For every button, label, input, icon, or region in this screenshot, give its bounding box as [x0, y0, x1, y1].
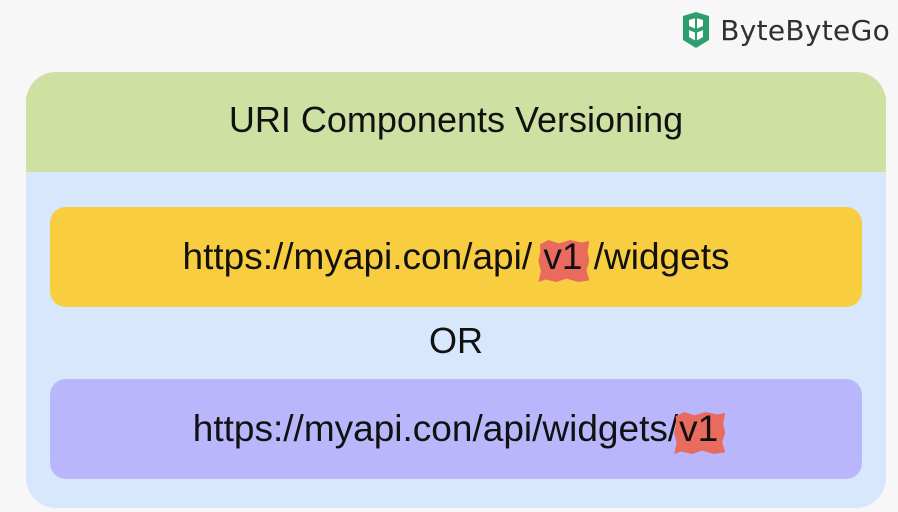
version-highlight: v1	[679, 408, 719, 449]
url-example-trailing-version: https://myapi.con/api/widgets/v1	[50, 379, 862, 479]
brand-logo: ByteByteGo	[680, 10, 890, 50]
brand-name: ByteByteGo	[720, 13, 890, 47]
url-example-path-version: https://myapi.con/api/ v1 /widgets	[50, 207, 862, 307]
url-prefix: https://myapi.con/api/widgets/	[192, 408, 679, 449]
version-highlight: v1	[543, 236, 583, 277]
url-suffix: /widgets	[583, 236, 730, 277]
card-header: URI Components Versioning	[26, 72, 886, 172]
card-title: URI Components Versioning	[228, 99, 684, 140]
bytebytego-logo-icon	[683, 12, 710, 48]
uri-versioning-card: URI Components Versioning https://myapi.…	[26, 72, 886, 508]
url-prefix: https://myapi.con/api/	[182, 236, 543, 277]
or-separator: OR	[429, 320, 483, 361]
